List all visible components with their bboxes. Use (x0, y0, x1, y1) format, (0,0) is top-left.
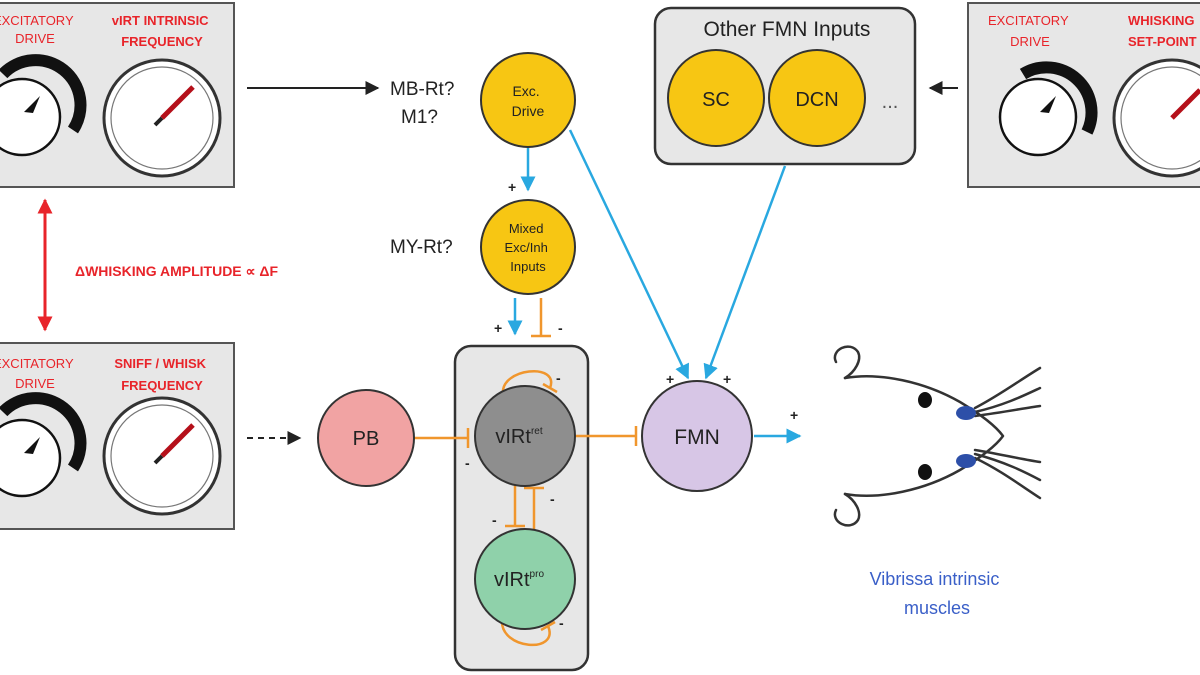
svg-text:+: + (494, 320, 502, 336)
svg-text:Exc. Drive: Exc. Drive (512, 83, 545, 119)
inhibitory-connections (414, 298, 638, 647)
dcn-node (768, 49, 866, 147)
whisking-amplitude-label: ΔWHISKING AMPLITUDE ∝ ΔF (75, 263, 278, 279)
other-fmn-inputs-box: Other FMN Inputs SC DCN ... (653, 6, 917, 166)
whisking-set-point-label: WHISKING SET-POINT (1128, 13, 1198, 49)
svg-text:-: - (556, 370, 561, 386)
svg-text:FMN: FMN (674, 426, 720, 449)
frequency-gauge (102, 58, 222, 178)
svg-text:PB: PB (353, 428, 380, 450)
pb-node: PB (317, 389, 415, 487)
svg-text:-: - (492, 512, 497, 528)
whisker-pad-icon (956, 406, 976, 420)
virt-ret-node: vIRtret (474, 385, 576, 487)
svg-text:-: - (559, 615, 564, 631)
excitatory-drive-label: EXCITATORY DRIVE (988, 13, 1072, 49)
control-panel-top-right: EXCITATORY DRIVE WHISKING SET-POINT (967, 2, 1200, 188)
excitatory-connections (507, 129, 802, 444)
svg-text:-: - (550, 491, 555, 507)
polarity-signs: + + - + + - - - - - + (465, 179, 798, 631)
control-panel-top-left: EXCITATORY DRIVE vIRT INTRINSIC FREQUENC… (0, 2, 235, 188)
control-panel-bottom-left: EXCITATORY DRIVE SNIFF / WHISK FREQUENCY (0, 342, 235, 530)
excitatory-drive-label: EXCITATORY DRIVE (0, 13, 77, 46)
svg-text:-: - (465, 455, 470, 471)
svg-text:Mixed Exc/Inh Inpu: Mixed Exc/Inh Inputs (505, 221, 552, 274)
m1-label: M1? (401, 107, 438, 128)
sniff-whisk-frequency-label: SNIFF / WHISK FREQUENCY (114, 356, 209, 393)
svg-text:+: + (508, 179, 516, 195)
svg-text:+: + (790, 407, 798, 423)
sc-node (667, 49, 765, 147)
other-fmn-inputs-title: Other FMN Inputs (704, 18, 871, 41)
ellipsis: ... (882, 91, 899, 113)
excitatory-drive-knob[interactable] (0, 54, 87, 157)
excitatory-drive-knob[interactable] (0, 392, 87, 498)
rat-snout-illustration (833, 345, 1042, 527)
rat-features (918, 392, 976, 480)
mb-rt-label: MB-Rt? (390, 79, 454, 100)
svg-text:-: - (558, 320, 563, 336)
excitatory-drive-knob[interactable] (998, 61, 1098, 157)
rat-eye-icon (918, 392, 932, 408)
svg-text:+: + (723, 371, 731, 387)
virt-pro-node: vIRtpro (474, 528, 576, 630)
exc-drive-node: Exc. Drive (480, 52, 576, 148)
my-rt-label: MY-Rt? (390, 237, 453, 258)
svg-text:vIRtpro: vIRtpro (494, 569, 544, 591)
rat-eye-icon (918, 464, 932, 480)
sc-label: SC (702, 89, 730, 111)
fmn-node: FMN (641, 380, 753, 492)
svg-text:vIRtret: vIRtret (495, 426, 542, 448)
excitatory-drive-label: EXCITATORY DRIVE (0, 356, 77, 391)
set-point-gauge (1112, 58, 1200, 178)
svg-text:+: + (666, 371, 674, 387)
mixed-inputs-node: Mixed Exc/Inh Inputs (480, 199, 576, 295)
frequency-gauge (102, 396, 222, 516)
virt-frequency-label: vIRT INTRINSIC FREQUENCY (112, 13, 212, 49)
vibrissa-muscles-label: Vibrissa intrinsic muscles (870, 569, 1005, 618)
whisker-pad-icon (956, 454, 976, 468)
dcn-label: DCN (795, 89, 838, 111)
